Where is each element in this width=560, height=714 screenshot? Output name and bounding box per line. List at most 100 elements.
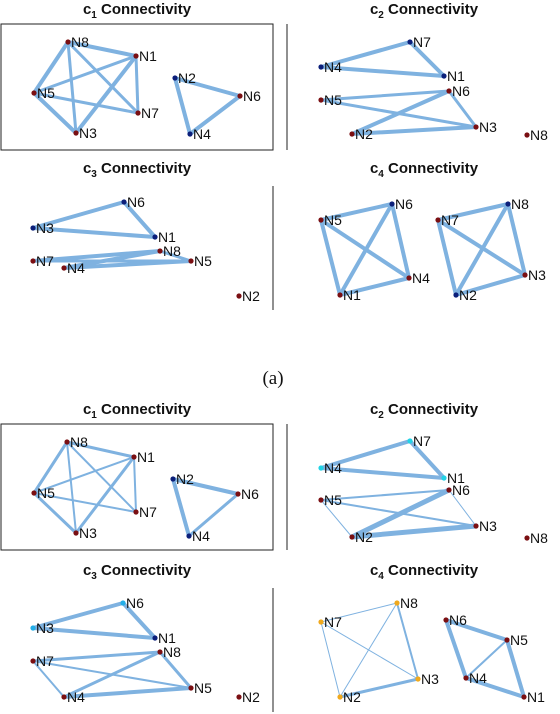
node-n1 <box>441 73 447 79</box>
node-label-n2: N2 <box>178 70 196 86</box>
edge-n1-n7 <box>134 54 140 115</box>
node-n3 <box>522 272 528 278</box>
edge-n6-n4 <box>444 618 468 680</box>
edge-n8-n7 <box>436 202 510 222</box>
node-n8 <box>394 600 400 606</box>
node-n7 <box>133 509 139 515</box>
edge-n3-n1 <box>31 226 157 239</box>
node-n2 <box>337 694 343 700</box>
node-label-n4: N4 <box>67 689 85 705</box>
edge-n5-n3 <box>32 91 78 135</box>
panel-title: c3 Connectivity <box>83 160 192 180</box>
edge-n2-n3 <box>350 125 478 136</box>
panel-titles: c1 Connectivity c2 Connectivity c3 Conne… <box>83 1 479 582</box>
panel-title: c1 Connectivity <box>83 401 192 421</box>
panel-title: c1 Connectivity <box>83 1 192 21</box>
node-n6 <box>389 201 395 207</box>
figure-caption: (a) <box>262 368 283 389</box>
node-label-n1: N1 <box>447 68 465 84</box>
edge-n5-n6 <box>320 489 450 501</box>
node-label-n5: N5 <box>194 253 212 269</box>
node-label-n6: N6 <box>449 612 467 628</box>
edge-n4-n5 <box>62 259 193 270</box>
edge-n8-n5 <box>32 440 69 495</box>
node-label-n5: N5 <box>510 632 528 648</box>
node-n4 <box>61 265 67 271</box>
node-label-n6: N6 <box>127 194 145 210</box>
node-label-n5: N5 <box>324 212 342 228</box>
node-label-n8: N8 <box>530 530 548 546</box>
node-label-n3: N3 <box>528 267 546 283</box>
node-n2 <box>349 534 355 540</box>
node-label-n6: N6 <box>241 486 259 502</box>
node-n6 <box>446 88 452 94</box>
edge-n8-n3 <box>66 40 78 135</box>
edge-n2-n6 <box>171 477 240 496</box>
node-label-n7: N7 <box>141 105 159 121</box>
node-n3 <box>415 676 421 682</box>
node-label-n2: N2 <box>355 126 373 142</box>
edge-n6-n2 <box>349 487 452 540</box>
node-label-n6: N6 <box>243 88 261 104</box>
node-label-n8: N8 <box>70 434 88 450</box>
node-label-n6: N6 <box>452 482 470 498</box>
node-n7 <box>435 217 441 223</box>
edge-n3-n1 <box>31 626 157 640</box>
node-label-n1: N1 <box>158 229 176 245</box>
node-n8 <box>64 439 70 445</box>
edge-n7-n4 <box>319 439 412 470</box>
node-n2 <box>170 476 176 482</box>
node-n6 <box>235 491 241 497</box>
node-label-n4: N4 <box>193 126 211 142</box>
node-n3 <box>473 523 479 529</box>
node-label-n3: N3 <box>36 220 54 236</box>
panel-title: c2 Connectivity <box>370 1 479 21</box>
node-label-n7: N7 <box>36 653 54 669</box>
node-n7 <box>30 658 36 664</box>
node-label-n3: N3 <box>79 125 97 141</box>
edge-n6-n5 <box>319 202 394 222</box>
edge-n1-n5 <box>33 456 135 494</box>
node-n2 <box>172 75 178 81</box>
node-n3 <box>73 530 79 536</box>
node-n7 <box>407 438 413 444</box>
node-label-n2: N2 <box>242 288 260 304</box>
edge-n2-n3 <box>349 523 479 540</box>
node-n4 <box>406 275 412 281</box>
edge-n1-n3 <box>74 54 138 135</box>
node-n7 <box>318 619 324 625</box>
node-n3 <box>73 130 79 136</box>
node-label-n6: N6 <box>452 83 470 99</box>
panel-frame-b-c1 <box>0 423 274 551</box>
node-n4 <box>61 694 67 700</box>
edge-n5-n2 <box>320 499 353 538</box>
node-label-n8: N8 <box>530 127 548 143</box>
edge-n5-n4 <box>465 639 508 679</box>
node-label-n8: N8 <box>163 243 181 259</box>
node-n5 <box>318 497 324 503</box>
node-n8 <box>524 132 530 138</box>
node-label-n4: N4 <box>412 270 430 286</box>
node-n5 <box>31 490 37 496</box>
edge-n6-n3 <box>447 89 478 129</box>
node-n4 <box>463 675 469 681</box>
node-n1 <box>131 454 137 460</box>
panel-title: c4 Connectivity <box>370 562 479 582</box>
node-label-n7: N7 <box>441 212 459 228</box>
node-label-n5: N5 <box>194 680 212 696</box>
node-n1 <box>337 292 343 298</box>
edge-n7-n4 <box>32 660 65 698</box>
edge-n6-n5 <box>444 618 509 642</box>
edge-n3-n2 <box>454 273 527 297</box>
node-label-n4: N4 <box>67 260 85 276</box>
node-n5 <box>318 217 324 223</box>
node-label-n7: N7 <box>324 614 342 630</box>
node-label-n7: N7 <box>139 504 157 520</box>
edge-n7-n3 <box>320 621 419 680</box>
node-label-n3: N3 <box>479 119 497 135</box>
edge-n1-n3 <box>74 455 136 535</box>
